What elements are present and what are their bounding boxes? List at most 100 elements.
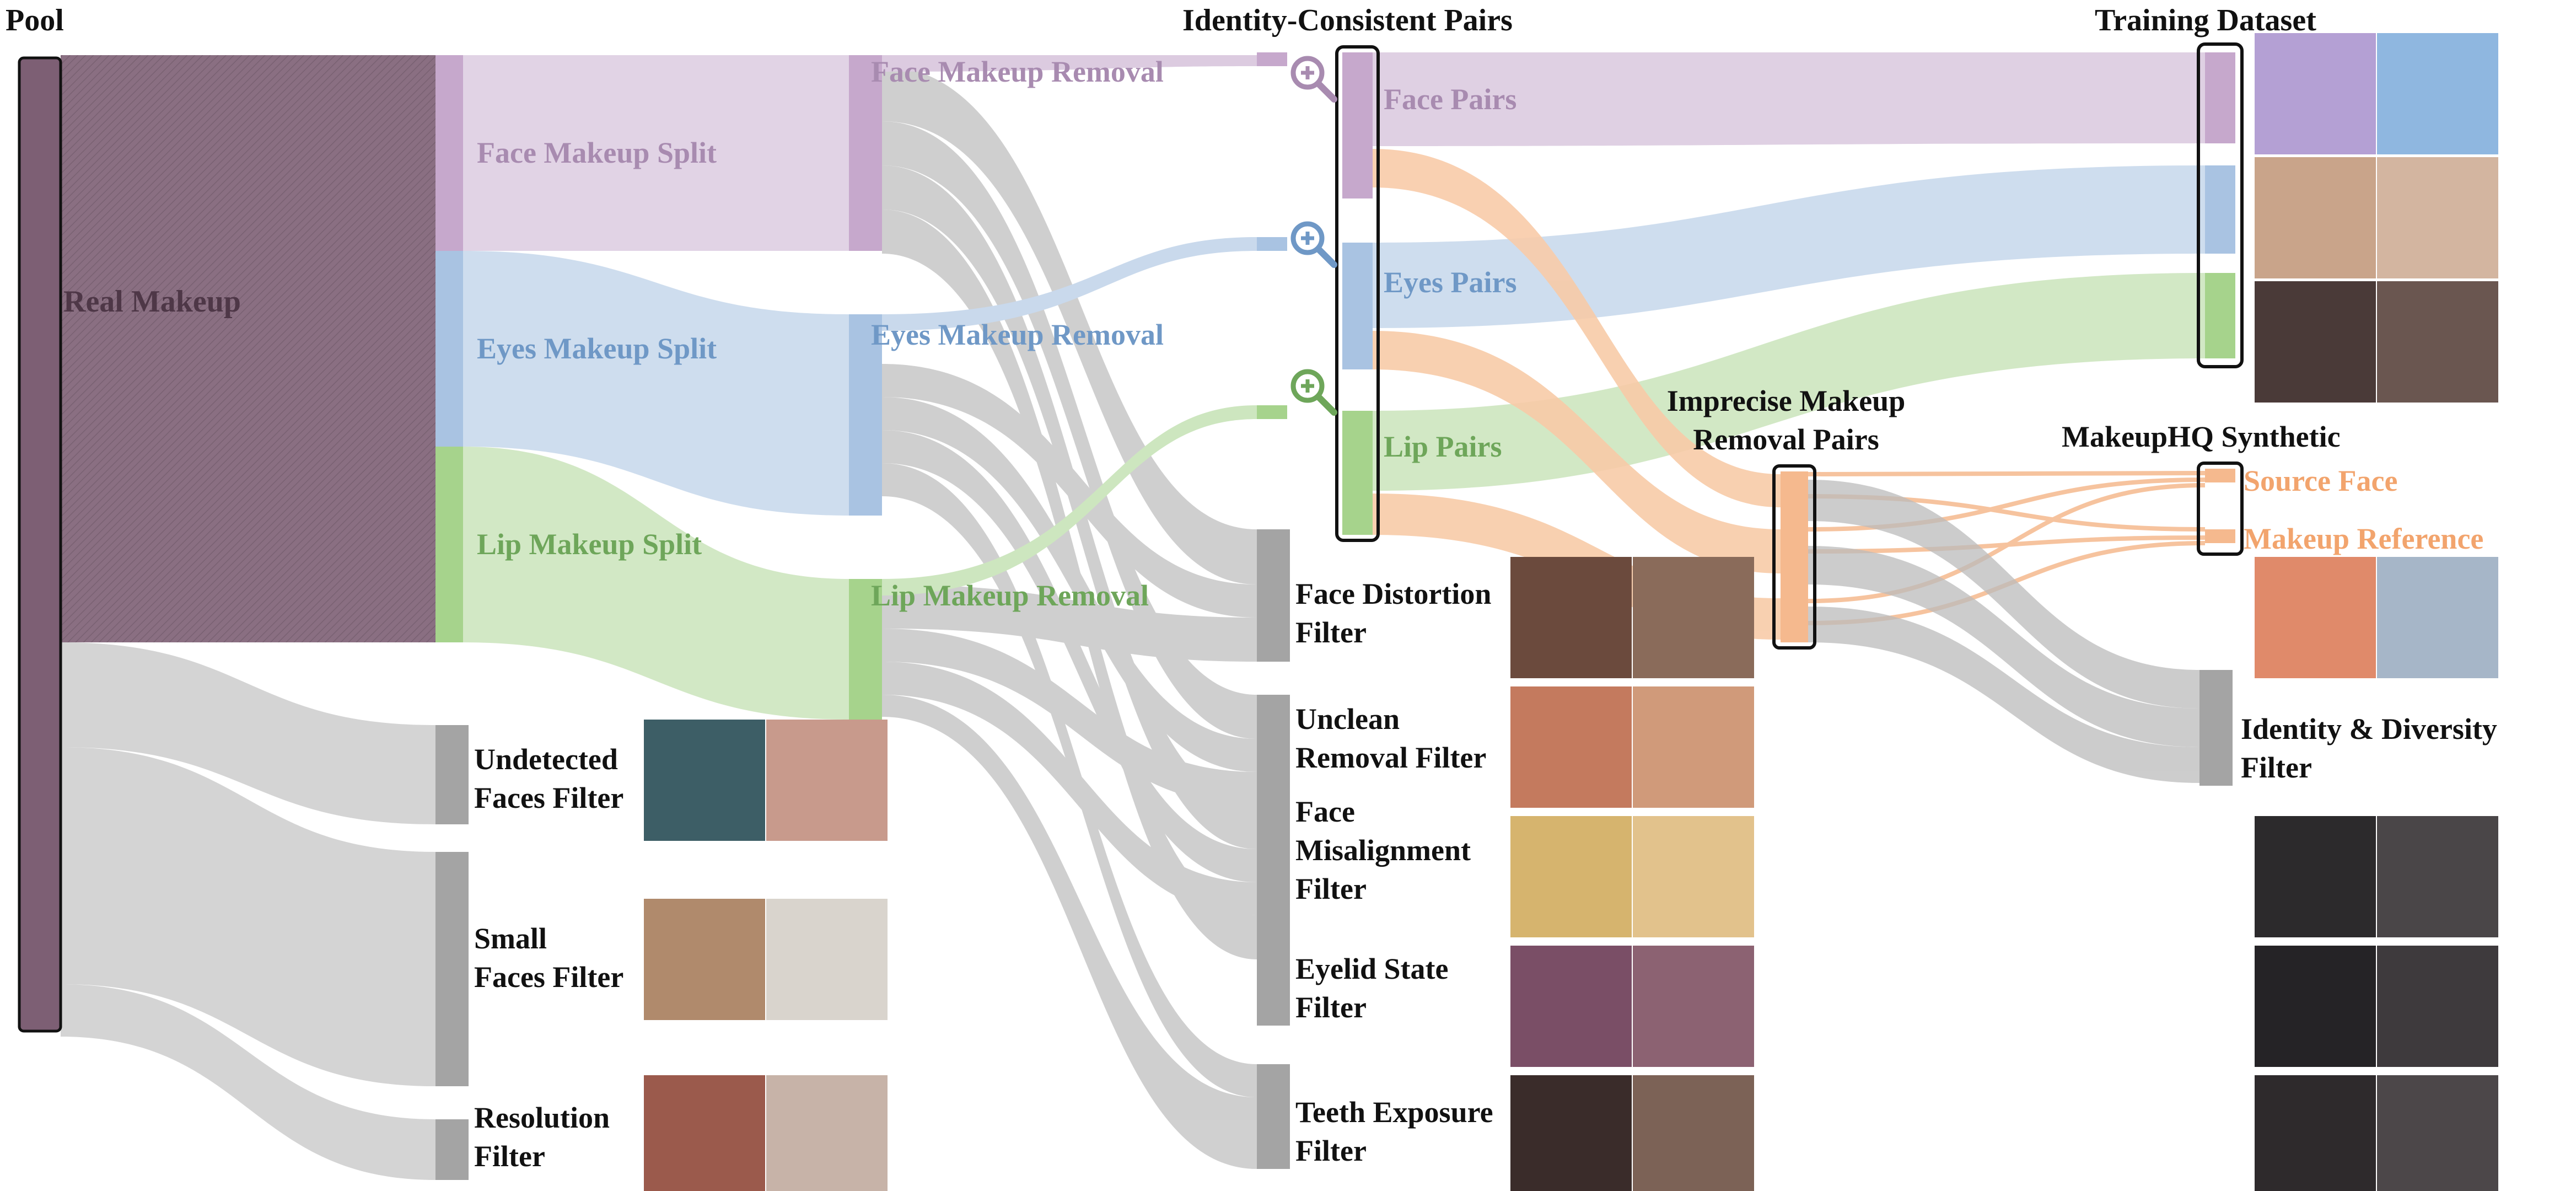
photo-synthetic-2 [2377,557,2498,678]
eyes-removal-bar [849,314,882,516]
photo-thumbnails [644,33,2498,1191]
training-lip-bar [2205,273,2235,358]
node-bars [18,42,2244,1180]
label-face-removal: Face Makeup Removal [871,55,1164,88]
flow-face-pairs-training [1373,52,2205,146]
distortion-bar [1257,529,1290,662]
label-eyelid-1: Eyelid State [1295,952,1449,985]
photo-distortion-1 [1510,557,1632,678]
header-training: Training Dataset [2095,3,2316,37]
photo-identity-2 [2377,816,2498,937]
label-identity-2: Filter [2241,751,2312,784]
label-misalignment-2: Misalignment [1295,834,1471,867]
label-resolution-2: Filter [474,1140,545,1173]
face-removal-bar [849,55,882,251]
label-unclean-2: Removal Filter [1295,741,1486,774]
eyelid-bar [1257,915,1290,1026]
photo-small-2 [766,899,888,1020]
resolution-bar [435,1119,469,1180]
label-imprecise-2: Removal Pairs [1693,423,1879,456]
lip-split-bar [435,447,463,642]
synthetic-reference-bar [2205,529,2235,543]
imprecise-bar [1781,471,1808,642]
label-lip-split: Lip Makeup Split [477,528,702,561]
photo-unclean-1 [1510,686,1632,808]
small-bar [435,852,469,1086]
label-resolution-1: Resolution [474,1101,610,1134]
synthetic-bracket [2197,462,2244,556]
photo-teeth-1 [1510,1075,1632,1191]
label-lip-pairs: Lip Pairs [1384,430,1502,463]
photo-training-face-2 [2377,33,2498,154]
lip-pairs-bar [1342,411,1373,535]
magnifier-plus-icon [1290,369,1337,416]
photo-training-lip-2 [2377,281,2498,403]
photo-eyelid-1 [1510,946,1632,1067]
label-eyes-removal: Eyes Makeup Removal [871,318,1164,351]
photo-training-face-1 [2255,33,2376,154]
label-misalignment-1: Face [1295,795,1355,828]
photo-distortion-2 [1633,557,1754,678]
photo-small-1 [644,899,765,1020]
face-split-bar [435,55,463,251]
label-undetected-1: Undetected [474,743,618,776]
flow-eyes-removal-pairs [882,237,1257,331]
flow-face-removal-pairs [882,55,1257,72]
diagram-labels: Pool Identity-Consistent Pairs Training … [6,3,2497,1173]
flow-pool-resolution [61,984,435,1180]
photo-identity-6 [2377,1075,2498,1191]
label-teeth-1: Teeth Exposure [1295,1096,1493,1129]
label-real-makeup: Real Makeup [63,285,241,319]
photo-identity-1 [2255,816,2376,937]
label-teeth-2: Filter [1295,1134,1367,1167]
training-eyes-bar [2205,165,2235,254]
photo-identity-3 [2255,946,2376,1067]
header-pool: Pool [6,3,64,37]
training-face-bar [2205,52,2235,143]
label-undetected-2: Faces Filter [474,781,623,814]
flow-eyes-pairs-training [1373,165,2205,328]
eyes-removal-pairs-bar [1257,237,1287,251]
unclean-bar [1257,695,1290,805]
lip-removal-pairs-bar [1257,405,1287,419]
label-makeup-reference: Makeup Reference [2244,522,2483,555]
photo-teeth-2 [1633,1075,1754,1191]
identity-bar [2199,670,2233,786]
flow-pool-undetected [61,642,435,824]
label-misalignment-3: Filter [1295,872,1367,905]
label-eyelid-2: Filter [1295,991,1367,1024]
flow-lip-split [463,447,849,720]
flow-eyes-split [463,251,849,516]
pairs-bracket [1335,45,1380,542]
label-face-split: Face Makeup Split [477,136,717,169]
face-pairs-bar [1342,52,1373,198]
real-makeup-flow [61,55,435,642]
label-identity-1: Identity & Diversity [2241,712,2497,745]
face-removal-pairs-bar [1257,52,1287,66]
label-distortion-1: Face Distortion [1295,577,1491,610]
flow-face-split [463,55,849,251]
lip-removal-bar [849,579,882,720]
magnifier-plus-icon [1290,221,1337,268]
photo-training-eyes-2 [2377,157,2498,278]
photo-eyelid-2 [1633,946,1754,1067]
photo-identity-5 [2255,1075,2376,1191]
label-unclean-1: Unclean [1295,702,1400,736]
photo-resolution-1 [644,1075,765,1191]
magnifier-plus-icon [1290,56,1337,103]
label-distortion-2: Filter [1295,616,1367,649]
eyes-pairs-bar [1342,243,1373,369]
photo-misalignment-2 [1633,816,1754,937]
imprecise-bracket [1772,464,1816,650]
label-face-pairs: Face Pairs [1384,83,1516,116]
label-synthetic: MakeupHQ Synthetic [2062,420,2341,453]
photo-training-eyes-1 [2255,157,2376,278]
photo-identity-4 [2377,946,2498,1067]
photo-misalignment-1 [1510,816,1632,937]
photo-synthetic-1 [2255,557,2376,678]
label-imprecise-1: Imprecise Makeup [1667,384,1905,417]
teeth-bar [1257,1064,1290,1169]
label-small-2: Faces Filter [474,961,623,994]
label-small-1: Small [474,922,547,955]
